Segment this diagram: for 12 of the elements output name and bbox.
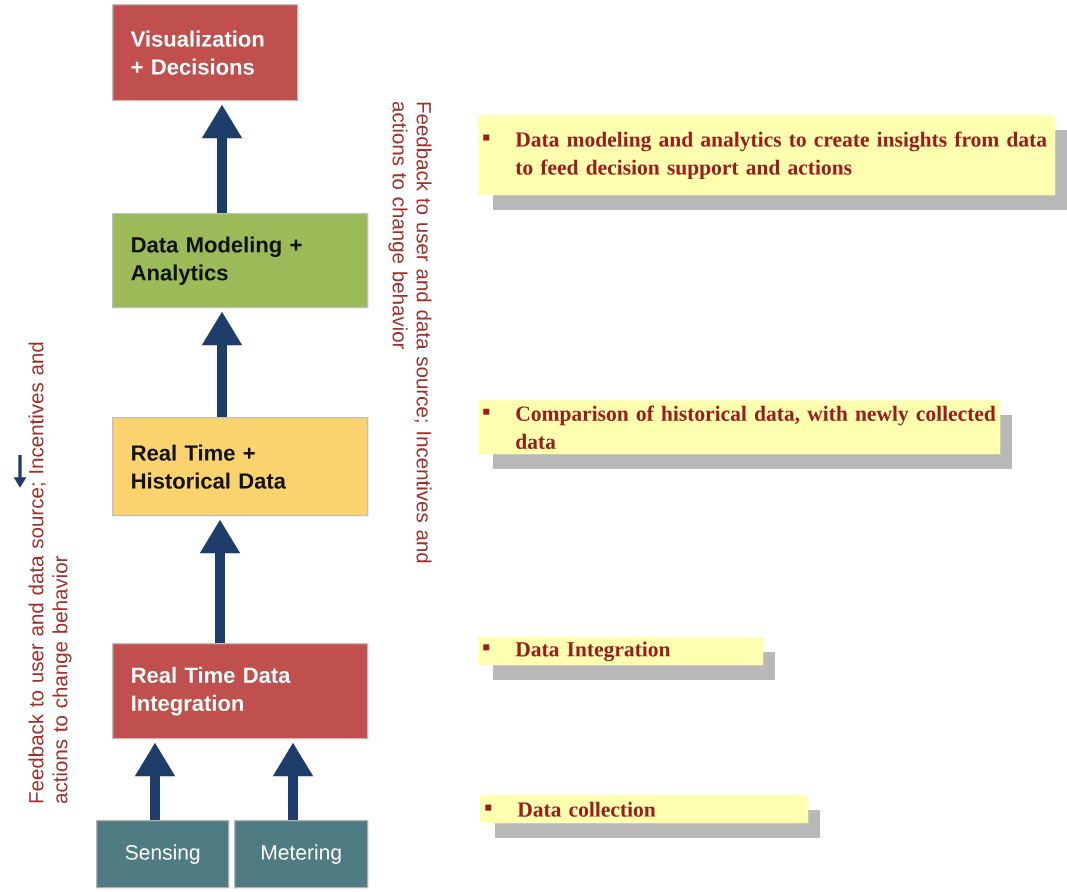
input-box: Metering [234, 820, 369, 889]
process-box: Visualization + Decisions [112, 4, 299, 102]
callout-box: Data modeling and analytics to create insights from data to feed decision support and actions [478, 115, 1067, 210]
rotated-note: Feedback to user and data source; Incentives and actions to change behavior [28, 342, 72, 804]
callout-box: Data collection [480, 795, 820, 838]
callout-box: Data Integration [478, 637, 775, 680]
rotated-note: Feedback to user and data source; Incentives and actions to change behavior [388, 101, 432, 563]
process-box: Real Time + Historical Data [112, 417, 369, 517]
callout-box: Comparison of historical data, with newly collected data [478, 400, 1012, 469]
process-box: Data Modeling + Analytics [112, 213, 369, 309]
input-box: Sensing [96, 820, 230, 889]
process-box: Real Time Data Integration [112, 643, 369, 740]
